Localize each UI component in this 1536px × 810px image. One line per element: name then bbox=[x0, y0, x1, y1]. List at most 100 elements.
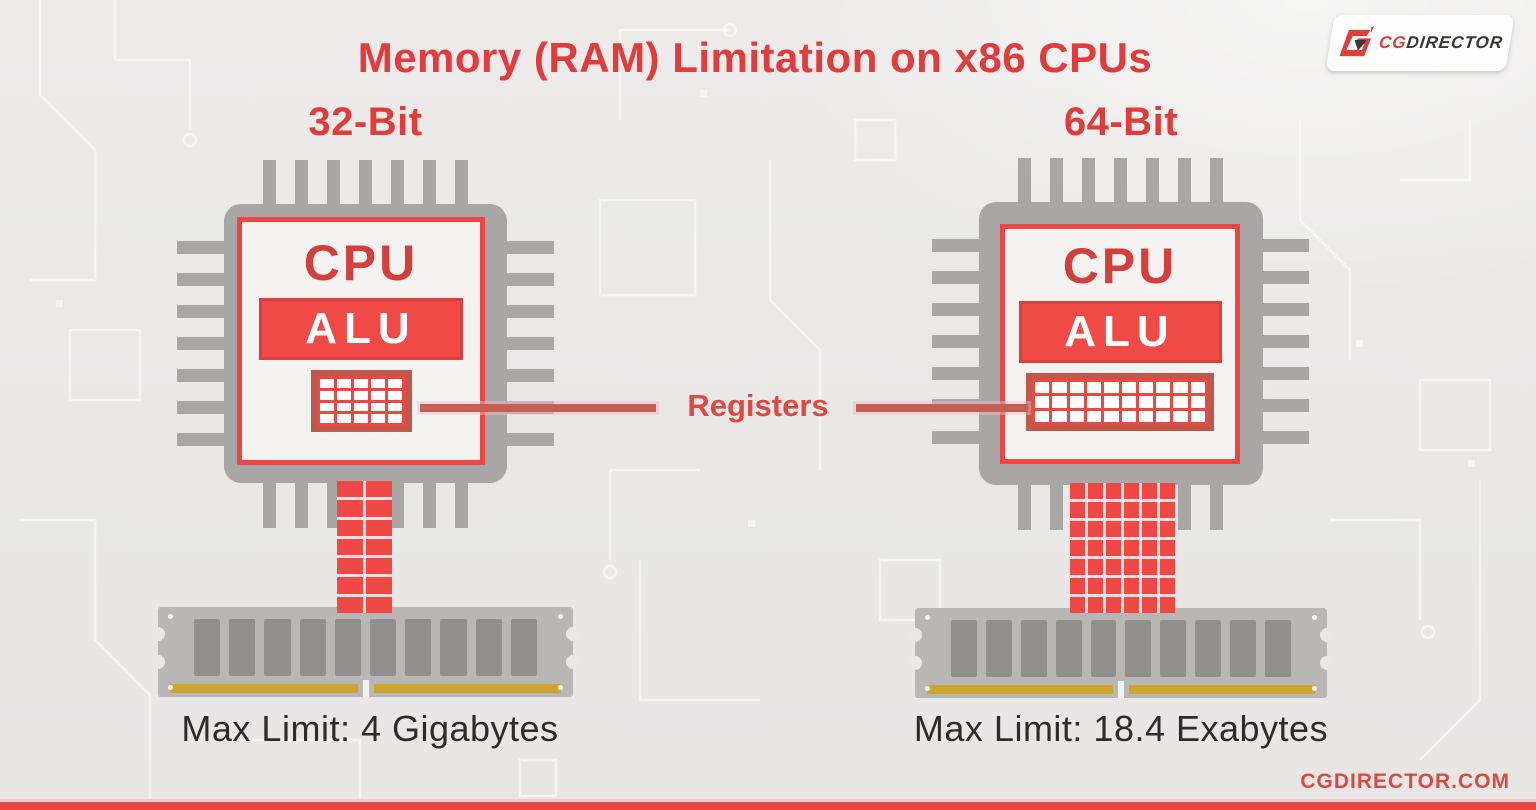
grid-cell bbox=[371, 414, 386, 423]
grid-cell bbox=[1124, 559, 1139, 575]
grid-cell bbox=[1086, 396, 1102, 408]
grid-cell bbox=[1090, 620, 1117, 677]
grid-cell bbox=[1173, 410, 1188, 422]
grid-cell bbox=[1052, 396, 1067, 408]
cpu64-die: CPU ALU bbox=[1000, 224, 1240, 464]
grid-cell bbox=[1088, 540, 1103, 556]
grid-cell bbox=[1106, 521, 1121, 537]
max-limit-32bit: Max Limit: 4 Gigabytes bbox=[181, 708, 559, 749]
cpu32-pins-top bbox=[263, 160, 468, 208]
max-limit-64bit: Max Limit: 18.4 Exabytes bbox=[913, 708, 1329, 749]
grid-cell bbox=[1138, 382, 1154, 394]
cpu32-die: CPU ALU bbox=[237, 217, 485, 465]
grid-cell bbox=[366, 538, 392, 556]
ram32-gold-contacts-right bbox=[373, 684, 561, 693]
grid-cell bbox=[388, 414, 403, 423]
grid-cell bbox=[1052, 410, 1067, 422]
grid-cell bbox=[1020, 620, 1047, 677]
grid-cell bbox=[1190, 396, 1205, 408]
grid-cell bbox=[1104, 382, 1119, 394]
cpu32-label: CPU bbox=[303, 235, 419, 291]
grid-cell bbox=[1069, 396, 1084, 408]
grid-cell bbox=[371, 390, 386, 400]
ram64-edge-notch bbox=[1320, 656, 1334, 670]
grid-cell bbox=[1230, 620, 1257, 677]
grid-cell bbox=[1160, 597, 1175, 613]
cpu32-pins-right bbox=[506, 241, 554, 446]
grid-cell bbox=[337, 481, 363, 498]
grid-cell bbox=[1160, 521, 1175, 537]
grid-cell bbox=[1106, 559, 1121, 575]
grid-cell bbox=[1106, 483, 1121, 499]
grid-cell bbox=[1160, 578, 1175, 594]
grid-cell bbox=[319, 379, 334, 388]
grid-cell bbox=[337, 577, 363, 594]
grid-cell bbox=[1190, 382, 1205, 394]
brand-logo-text: CGDIRECTOR bbox=[1377, 33, 1503, 53]
grid-cell bbox=[264, 619, 291, 676]
grid-cell bbox=[1070, 578, 1085, 594]
cpu64-pins-top bbox=[1018, 158, 1223, 206]
grid-cell bbox=[1124, 521, 1139, 537]
ram64-gold-contacts-left bbox=[927, 685, 1113, 694]
grid-cell bbox=[1156, 410, 1171, 422]
grid-cell bbox=[1124, 540, 1139, 556]
grid-cell bbox=[1190, 410, 1205, 422]
grid-cell bbox=[371, 379, 386, 388]
grid-cell bbox=[1142, 483, 1157, 499]
grid-cell bbox=[1160, 483, 1175, 499]
ram32-edge-notch bbox=[151, 627, 165, 641]
grid-cell bbox=[1106, 540, 1121, 556]
grid-cell bbox=[1069, 382, 1084, 394]
ram64-edge-notch bbox=[1320, 628, 1334, 642]
grid-cell bbox=[1160, 502, 1175, 518]
grid-cell bbox=[371, 402, 386, 412]
grid-cell bbox=[353, 379, 369, 388]
grid-cell bbox=[336, 402, 351, 412]
ram32-screw-dot bbox=[558, 685, 563, 690]
cpu32-data-bus bbox=[337, 481, 392, 613]
grid-cell bbox=[353, 414, 369, 423]
grid-cell bbox=[1125, 620, 1152, 677]
grid-cell bbox=[1088, 483, 1103, 499]
grid-cell bbox=[1124, 502, 1139, 518]
grid-cell bbox=[337, 519, 363, 536]
bottom-accent-bar bbox=[0, 799, 1536, 810]
grid-cell bbox=[1035, 410, 1050, 422]
grid-cell bbox=[1052, 382, 1067, 394]
ram64-screw-dot bbox=[1312, 686, 1317, 691]
grid-cell bbox=[1070, 483, 1085, 499]
grid-cell bbox=[1088, 559, 1103, 575]
ram64-key-notch bbox=[1118, 681, 1124, 698]
grid-cell bbox=[1160, 559, 1175, 575]
cgdirector-g-mark-icon bbox=[1338, 26, 1374, 57]
cpu32-register-grid bbox=[310, 370, 412, 432]
grid-cell bbox=[405, 619, 432, 676]
grid-cell bbox=[1086, 410, 1102, 422]
label-32bit: 32-Bit bbox=[308, 100, 423, 144]
grid-cell bbox=[337, 596, 363, 613]
ram64-edge-notch bbox=[908, 628, 922, 642]
grid-cell bbox=[1142, 521, 1157, 537]
cpu32-alu-label: ALU bbox=[305, 304, 417, 353]
grid-cell bbox=[388, 402, 403, 412]
grid-cell bbox=[366, 500, 392, 517]
grid-cell bbox=[440, 619, 467, 676]
registers-connector-line-right bbox=[856, 404, 1028, 412]
grid-cell bbox=[319, 402, 334, 412]
grid-cell bbox=[1124, 597, 1139, 613]
ram32-key-notch bbox=[362, 680, 369, 697]
grid-cell bbox=[337, 538, 363, 556]
grid-cell bbox=[475, 619, 502, 676]
grid-cell bbox=[299, 619, 326, 676]
grid-cell bbox=[1138, 410, 1154, 422]
grid-cell bbox=[1088, 597, 1103, 613]
grid-cell bbox=[1142, 559, 1157, 575]
grid-cell bbox=[194, 619, 221, 676]
registers-connector-line-left bbox=[420, 404, 656, 412]
cpu64-data-bus bbox=[1070, 483, 1175, 613]
grid-cell bbox=[1160, 540, 1175, 556]
cpu32-alu-block: ALU bbox=[259, 298, 463, 360]
ram32-edge-notch bbox=[151, 655, 165, 669]
grid-cell bbox=[319, 414, 334, 423]
